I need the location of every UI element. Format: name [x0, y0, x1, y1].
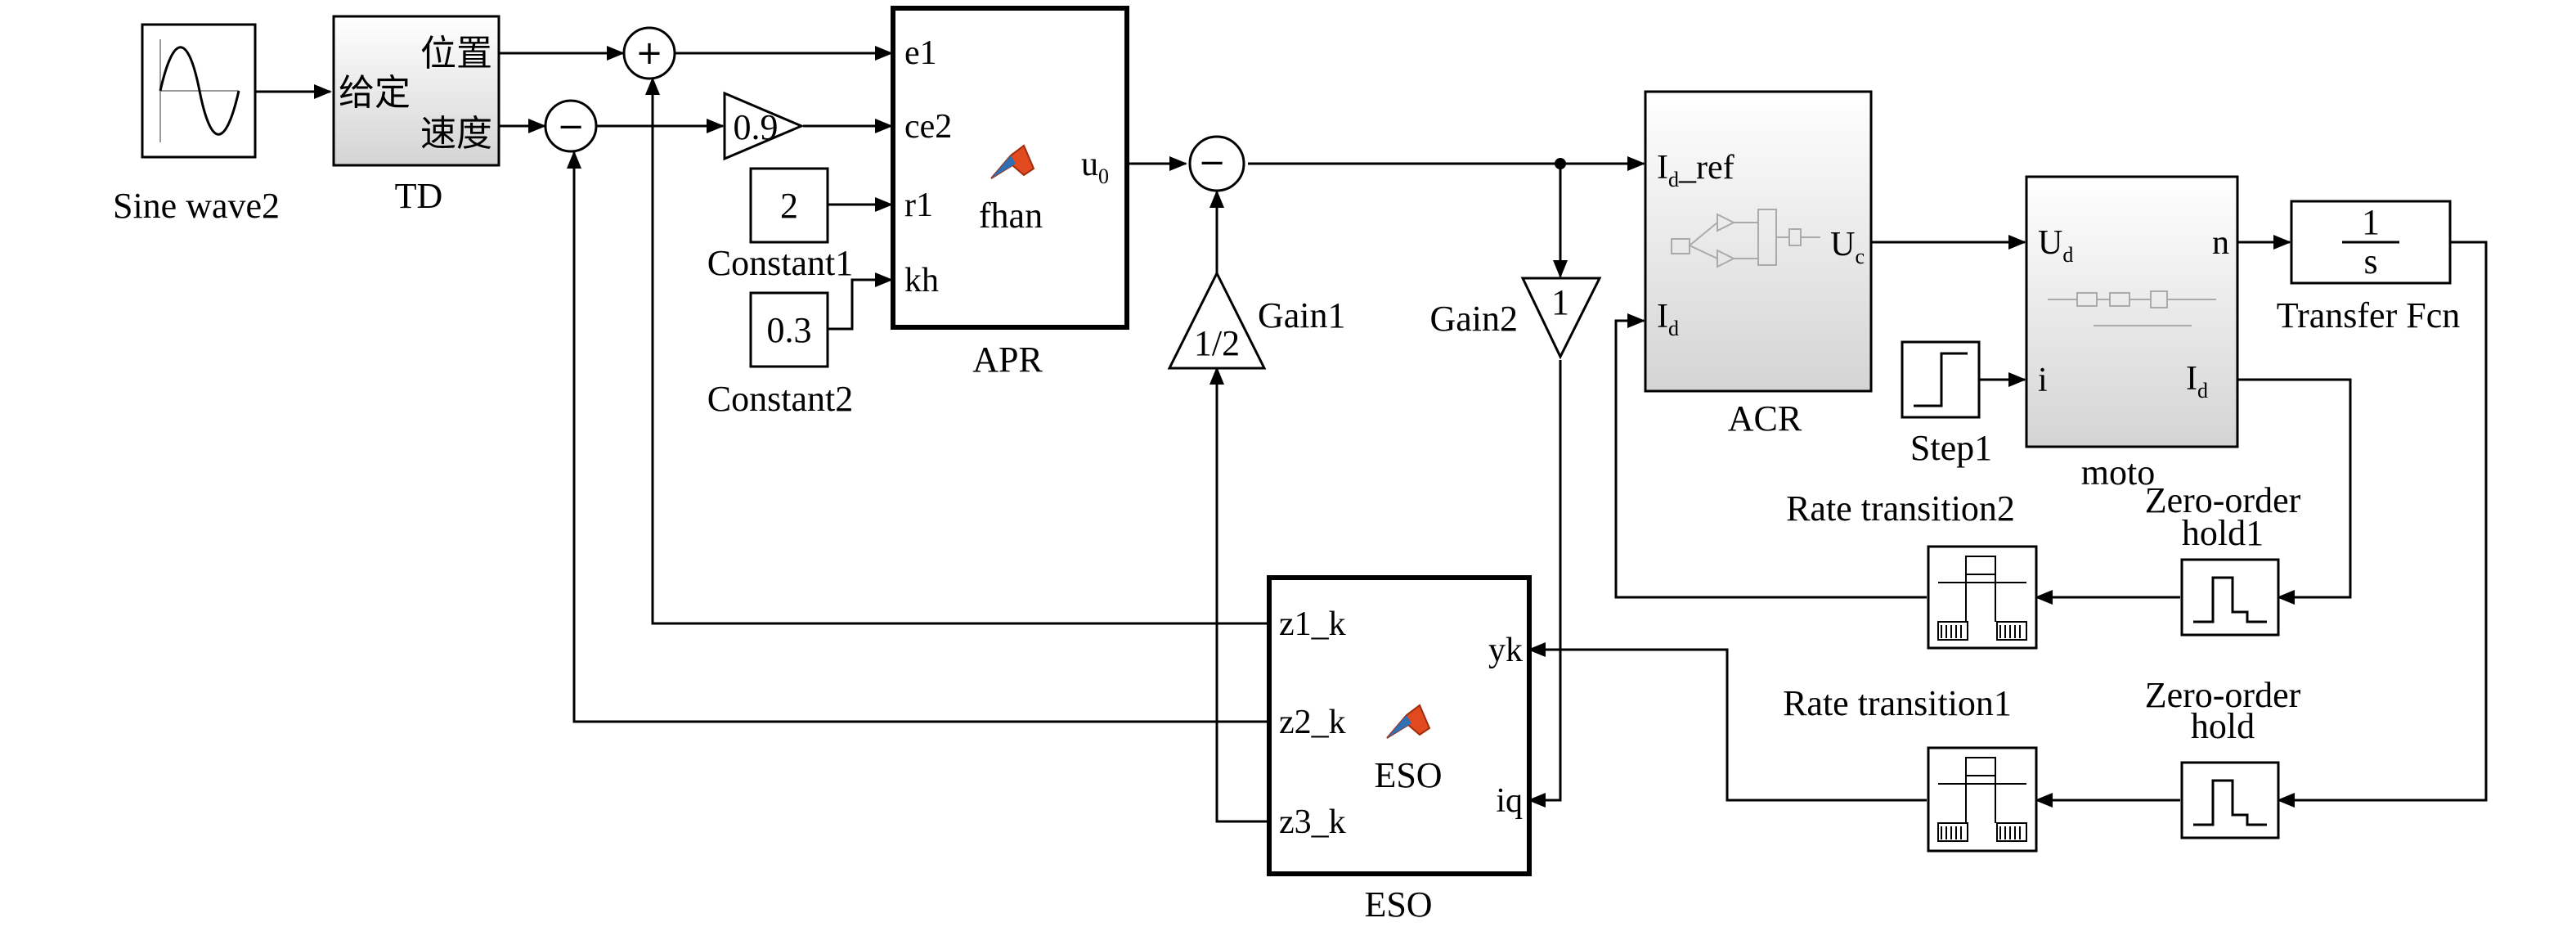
matlab-function-icon	[1386, 704, 1431, 739]
moto-port-i: i	[2038, 362, 2048, 399]
sum1-sign: +	[635, 34, 663, 72]
step-icon	[1914, 352, 1968, 407]
tf-label: Transfer Fcn	[2277, 295, 2460, 335]
constant1-value: 2	[780, 186, 798, 226]
gain1-block[interactable]: 1/2 Gain1	[1167, 270, 1346, 370]
acr-port-idref: Id_ref	[1657, 149, 1735, 191]
zero-order-hold1-block[interactable]: Zero-order hold1	[2145, 480, 2301, 637]
gain2-block[interactable]: 1 Gain2	[1429, 277, 1602, 360]
matlab-function-icon	[990, 144, 1035, 179]
step1-block[interactable]: Step1	[1901, 340, 1992, 468]
gain1-label: Gain1	[1258, 295, 1346, 335]
gain-0.9-block[interactable]: 0.9	[723, 91, 805, 161]
apr-block[interactable]: e1 ce2 r1 kh u0 fhan APR	[891, 6, 1129, 380]
eso-port-z1k: z1_k	[1279, 605, 1346, 643]
zoh1-label-line1: Zero-order	[2145, 480, 2301, 520]
apr-port-u0: u0	[1081, 146, 1109, 188]
acr-label: ACR	[1728, 398, 1802, 439]
apr-func-name: fhan	[979, 196, 1043, 236]
td-label: TD	[395, 176, 443, 216]
apr-label: APR	[972, 340, 1043, 380]
gain2-label: Gain2	[1429, 299, 1518, 339]
td-out-vel: 速度	[420, 113, 492, 155]
tf-denominator: s	[2363, 241, 2377, 281]
td-block[interactable]: 给定 位置 速度 TD	[332, 15, 500, 216]
acr-port-uc: Uc	[1830, 226, 1865, 268]
td-out-pos: 位置	[420, 33, 492, 74]
signal-lines	[255, 46, 2488, 823]
gain2-value: 1	[1551, 282, 1569, 322]
rate-transition1-block[interactable]: Rate transition1	[1783, 683, 2038, 853]
constant2-value: 0.3	[767, 310, 812, 350]
zero-order-hold-block[interactable]: Zero-order hold	[2145, 675, 2301, 839]
rate-transition1-label: Rate transition1	[1783, 683, 2012, 723]
rate-transition2-label: Rate transition2	[1786, 488, 2015, 529]
eso-port-z2k: z2_k	[1279, 704, 1346, 741]
sum-block-1[interactable]: +	[622, 26, 676, 80]
constant1-block[interactable]: 2 Constant1	[707, 167, 853, 283]
zoh-label-line1: Zero-order	[2145, 675, 2301, 715]
apr-port-e1: e1	[904, 34, 937, 72]
acr-block[interactable]: Id_ref Id Uc ACR	[1644, 90, 1873, 439]
sine-wave-icon	[159, 46, 240, 136]
sum3-sign: −	[1198, 144, 1226, 182]
gain09-value: 0.9	[734, 107, 779, 147]
eso-port-iq: iq	[1496, 782, 1523, 820]
moto-port-ud: Ud	[2038, 224, 2073, 267]
moto-label: moto	[2081, 452, 2155, 493]
td-in-port: 给定	[339, 72, 411, 114]
constant1-label: Constant1	[707, 243, 853, 283]
rate-transition-icon	[1937, 556, 2027, 641]
eso-port-yk: yk	[1488, 632, 1523, 669]
apr-port-r1: r1	[904, 187, 933, 224]
step1-label: Step1	[1910, 428, 1992, 468]
tf-numerator: 1	[2362, 202, 2380, 242]
rate-transition2-block[interactable]: Rate transition2	[1786, 488, 2038, 650]
moto-block[interactable]: Ud i n Id moto	[2025, 175, 2239, 493]
apr-port-kh: kh	[904, 262, 939, 299]
zoh-staircase-icon	[2193, 576, 2267, 623]
moto-port-id: Id	[2186, 360, 2208, 403]
zoh1-label-line2: hold1	[2182, 513, 2264, 553]
sine-wave-block[interactable]: Sine wave2	[113, 23, 280, 226]
sum2-sign: −	[557, 108, 585, 146]
acr-internal-schematic-icon	[1671, 209, 1820, 268]
moto-internal-schematic-icon	[2048, 290, 2216, 326]
eso-func-name: ESO	[1374, 755, 1442, 795]
sum-block-2[interactable]: −	[544, 99, 598, 153]
eso-port-z3k: z3_k	[1279, 803, 1346, 841]
eso-block[interactable]: z1_k z2_k z3_k yk iq ESO ESO	[1267, 575, 1532, 925]
transfer-fcn-block[interactable]: 1 s Transfer Fcn	[2277, 200, 2460, 335]
gain1-value: 1/2	[1194, 323, 1240, 363]
rate-transition-icon	[1937, 757, 2027, 842]
eso-label: ESO	[1364, 884, 1432, 925]
sum-block-3[interactable]: −	[1188, 135, 1245, 192]
moto-port-n: n	[2212, 224, 2229, 262]
zoh-staircase-icon	[2193, 779, 2267, 826]
zoh-label-line2: hold	[2191, 706, 2255, 746]
acr-port-id: Id	[1657, 298, 1679, 340]
constant2-label: Constant2	[707, 379, 853, 419]
sine-wave-label: Sine wave2	[113, 186, 280, 226]
apr-port-ce2: ce2	[904, 108, 952, 146]
constant2-block[interactable]: 0.3 Constant2	[707, 291, 853, 419]
